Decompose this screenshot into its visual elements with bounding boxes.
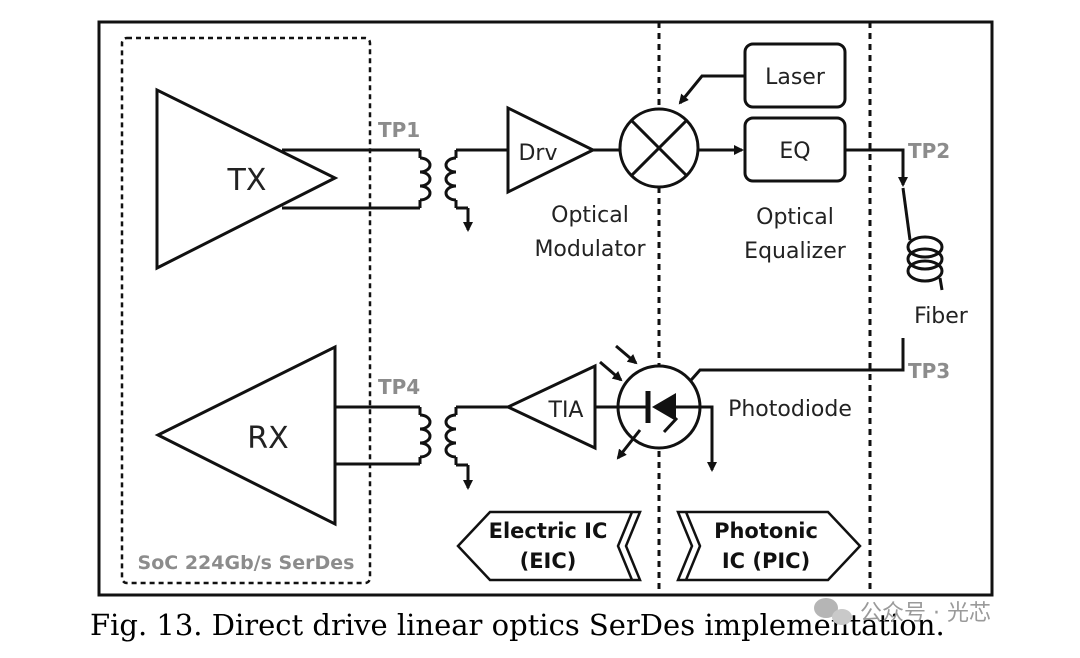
pic-label-1: Photonic bbox=[714, 519, 818, 543]
outer-frame bbox=[97, 20, 994, 597]
tx-block bbox=[155, 87, 339, 271]
optical-modulator-label-1: Optical bbox=[551, 203, 629, 228]
tp4-label: TP4 bbox=[378, 375, 420, 399]
rx-transformer-secondary bbox=[444, 413, 457, 459]
pic-tag-inner-edge bbox=[684, 511, 702, 581]
photodiode-ground-line bbox=[676, 405, 717, 472]
tx-label: TX bbox=[227, 163, 267, 198]
modulator-x-2 bbox=[629, 118, 689, 178]
eic-region-tag bbox=[456, 510, 642, 582]
eq-label: EQ bbox=[779, 139, 810, 164]
drv-block bbox=[506, 105, 597, 195]
eq-to-fiber-line bbox=[845, 148, 908, 187]
optical-equalizer-label-1: Optical bbox=[756, 205, 834, 230]
watermark-text: 公众号 · 光芯 bbox=[860, 601, 991, 626]
light-arrow-2 bbox=[615, 344, 638, 365]
eic-label-1: Electric IC bbox=[489, 519, 608, 543]
tx-transformer-primary bbox=[419, 156, 432, 202]
tia-label: TIA bbox=[548, 398, 584, 423]
photodiode-out-arrow bbox=[616, 429, 642, 460]
tp2-label: TP2 bbox=[908, 139, 950, 163]
laser-label: Laser bbox=[765, 65, 826, 90]
watermark: 公众号 · 光芯 bbox=[814, 598, 991, 626]
photodiode-label: Photodiode bbox=[728, 397, 852, 422]
rx-label: RX bbox=[247, 421, 288, 456]
pic-region-tag bbox=[676, 510, 862, 582]
soc-boundary bbox=[120, 36, 372, 585]
optical-modulator-label-2: Modulator bbox=[534, 237, 646, 262]
optical-equalizer-label-2: Equalizer bbox=[744, 239, 847, 264]
fiber-coil-icon bbox=[901, 187, 944, 291]
fiber-label: Fiber bbox=[914, 304, 969, 329]
tx-transformer-secondary bbox=[444, 156, 457, 202]
tia-block bbox=[504, 363, 597, 451]
tp1-label: TP1 bbox=[378, 118, 420, 142]
photodiode-triangle bbox=[652, 393, 676, 421]
eic-tag-inner-edge bbox=[616, 511, 634, 581]
tp3-label: TP3 bbox=[908, 359, 950, 383]
wechat-icon bbox=[814, 598, 852, 625]
soc-label: SoC 224Gb/s SerDes bbox=[138, 552, 355, 574]
eic-label-2: (EIC) bbox=[520, 549, 577, 573]
drv-label: Drv bbox=[518, 141, 557, 166]
figure-caption: Fig. 13. Direct drive linear optics SerD… bbox=[90, 608, 945, 642]
laser-to-modulator-arrow bbox=[678, 74, 745, 105]
rx-transformer-primary bbox=[419, 413, 432, 459]
rx-block bbox=[154, 344, 337, 527]
photodiode-diag-line bbox=[662, 416, 679, 434]
pic-label-2: IC (PIC) bbox=[722, 549, 810, 573]
light-arrow-1 bbox=[599, 360, 623, 382]
